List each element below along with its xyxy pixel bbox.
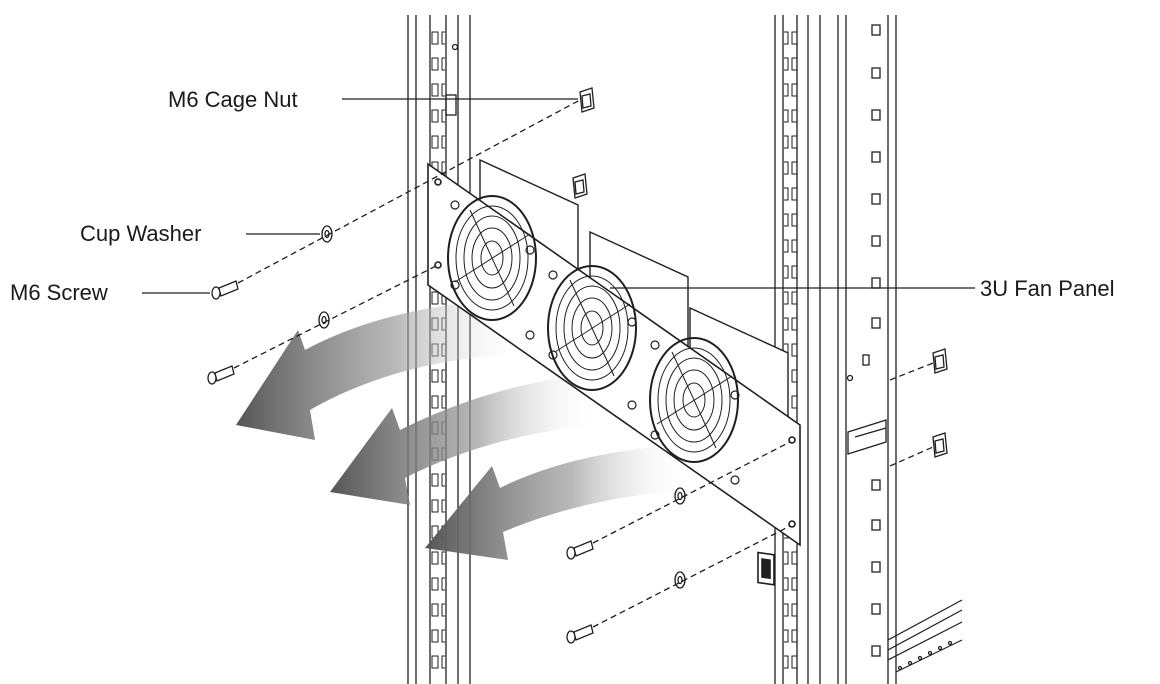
cup-washer-label: Cup Washer — [80, 221, 201, 246]
fan-panel-label: 3U Fan Panel — [980, 276, 1115, 301]
leader-lines — [142, 98, 975, 294]
cage-nuts — [572, 87, 948, 458]
airflow-arrow — [425, 445, 690, 560]
screw — [566, 540, 594, 560]
screws — [207, 280, 594, 644]
fan-3 — [649, 337, 740, 485]
assembly-lines — [233, 99, 934, 628]
screw-label: M6 Screw — [10, 280, 108, 305]
airflow-arrow — [236, 300, 525, 440]
rear-rack-post — [837, 15, 897, 684]
airflow-arrow — [330, 375, 600, 505]
rack-base-rail — [887, 599, 963, 673]
screw — [207, 365, 235, 385]
fan-2 — [547, 265, 637, 410]
screw — [566, 624, 594, 644]
airflow-arrows — [236, 300, 690, 560]
screw — [211, 280, 239, 300]
cage-nut-label: M6 Cage Nut — [168, 87, 298, 112]
fan-1 — [447, 195, 537, 340]
power-switch — [757, 551, 775, 586]
